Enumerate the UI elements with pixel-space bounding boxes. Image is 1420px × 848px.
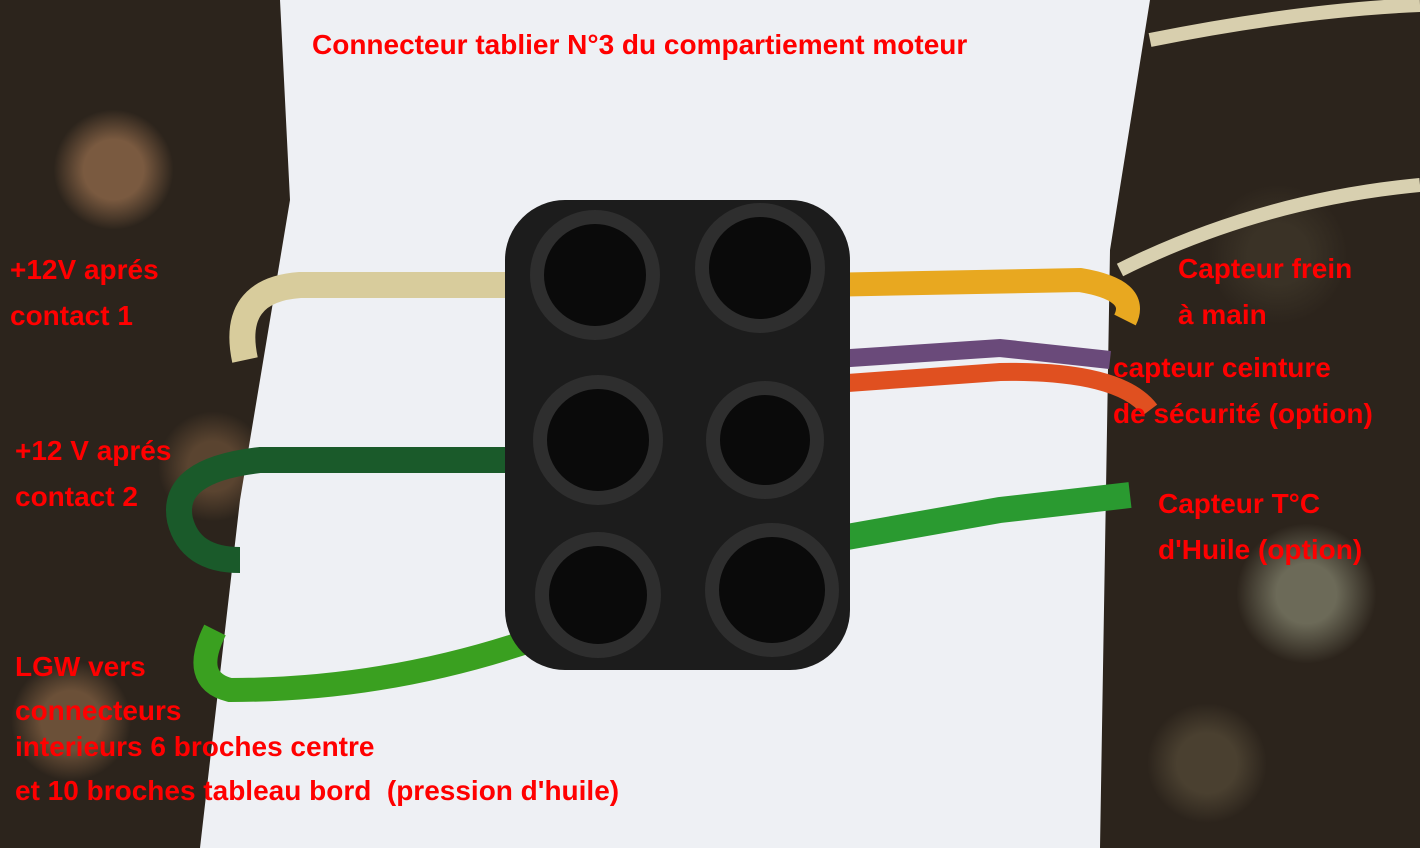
label-line: capteur ceinture bbox=[1113, 352, 1331, 383]
label-ceinture: capteur ceinture de sécurité (option) bbox=[1113, 345, 1373, 437]
wire-beige-left bbox=[229, 272, 520, 363]
label-line: +12 V aprés bbox=[15, 435, 172, 466]
label-line: de sécurité (option) bbox=[1113, 398, 1373, 429]
wire-white-right bbox=[1116, 178, 1420, 277]
label-line: LGW vers bbox=[15, 651, 146, 682]
label-line: contact 2 bbox=[15, 481, 138, 512]
label-line: +12V aprés bbox=[10, 254, 159, 285]
label-line: connecteurs bbox=[15, 695, 182, 726]
label-lgw: LGW vers connecteurs interieurs 6 broche… bbox=[15, 645, 619, 813]
label-line: d'Huile (option) bbox=[1158, 534, 1363, 565]
label-line: interieurs 6 broches centre bbox=[15, 731, 375, 762]
six-pin-connector bbox=[505, 200, 850, 670]
wire-yellow-right bbox=[819, 267, 1140, 326]
wire-orange bbox=[819, 362, 1158, 416]
label-line: à main bbox=[1178, 299, 1267, 330]
wire-purple bbox=[819, 338, 1111, 369]
wire-green-right bbox=[827, 482, 1132, 553]
wire-white-top-right bbox=[1148, 0, 1420, 47]
label-line: et 10 broches tableau bord (pression d'h… bbox=[15, 775, 620, 806]
label-line: Capteur T°C bbox=[1158, 488, 1321, 519]
label-frein-a-main: Capteur frein à main bbox=[1178, 246, 1352, 338]
label-temp-huile: Capteur T°C d'Huile (option) bbox=[1158, 481, 1362, 573]
label-12v-contact-1: +12V aprés contact 1 bbox=[10, 247, 159, 339]
diagram-title: Connecteur tablier N°3 du compartiement … bbox=[312, 29, 968, 60]
wire-green-dark bbox=[166, 447, 520, 573]
wire-green-lgw bbox=[193, 618, 565, 703]
label-line: contact 1 bbox=[10, 300, 133, 331]
label-12v-contact-2: +12 V aprés contact 2 bbox=[15, 428, 171, 520]
label-line: Capteur frein bbox=[1178, 253, 1353, 284]
